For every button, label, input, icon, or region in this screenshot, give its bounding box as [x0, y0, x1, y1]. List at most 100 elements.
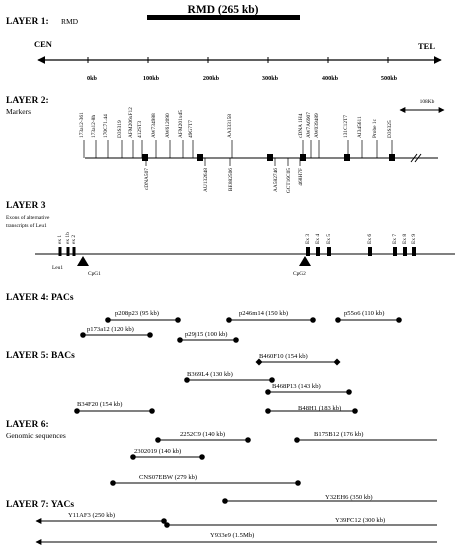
layer3-subtitle-line1: Exons of alternative: [6, 214, 50, 221]
exon-label: ex 1: [57, 235, 63, 244]
exon-box: [58, 247, 62, 256]
layer3-subtitle-line2: transcripts of Leu1: [6, 222, 47, 229]
exon-label: Ex 8: [402, 234, 408, 244]
marker-box: [389, 154, 395, 161]
tick-label: 300kb: [262, 75, 279, 82]
tick-label: 500kb: [381, 75, 398, 82]
tick-label: 100kb: [143, 75, 160, 82]
clone-label: B460F10 (154 kb): [259, 353, 308, 360]
clone-end-dot: [352, 408, 358, 414]
clone-label: 2252C9 (140 kb): [180, 431, 225, 438]
layer6-subtitle: Genomic sequences: [6, 431, 66, 440]
exon-label: ex 1b: [65, 232, 71, 244]
marker-label: 170C71.44: [103, 114, 109, 138]
marker-label: AA582746: [273, 168, 279, 192]
exon-label: Ex 7: [392, 234, 398, 244]
clone-end-dot: [222, 498, 228, 504]
layer3-title: LAYER 3: [6, 201, 46, 211]
clone-label: B34F20 (154 kb): [77, 401, 122, 408]
cpg1-triangle: [77, 256, 89, 266]
clone-end-dot: [233, 337, 239, 343]
marker-label: AW612090: [165, 113, 171, 138]
exon-box: [393, 247, 397, 256]
clone-label: CNS07EBW (279 kb): [139, 474, 197, 481]
cen-label: CEN: [34, 39, 53, 49]
break-mark: [410, 153, 422, 163]
yac-clones: Y32EH6 (350 kb)Y11AF3 (250 kb)Y39FC12 (3…: [35, 494, 437, 545]
clone-end-dot: [294, 437, 300, 443]
clone-end-dot: [110, 480, 116, 486]
clone-end-dot: [396, 317, 402, 323]
clone-end-diamond: [255, 358, 263, 366]
clone-label: Y933e9 (1.5Mb): [210, 532, 254, 539]
exon-box: [327, 247, 331, 256]
layer1-title: LAYER 1:: [6, 17, 49, 27]
marker-label: AU132648: [203, 168, 209, 192]
tick-label: 400kb: [322, 75, 339, 82]
exon-box: [316, 247, 320, 256]
genomic-sequences: 2252C9 (140 kb) B175B12 (176 kb) 2302019 (…: [110, 431, 437, 486]
pac-clones: p208p23 (95 kb)p246m14 (150 kb)p55o6 (11…: [80, 310, 402, 343]
clone-label: 2302019 (140 kb): [134, 448, 181, 455]
clone-end-diamond: [333, 358, 341, 366]
clone-end-dot: [245, 437, 251, 443]
clone-label: B175B12 (176 kb): [314, 431, 363, 438]
exon-box: [72, 247, 76, 256]
marker-label: AA333158: [227, 114, 233, 138]
marker-box: [142, 154, 148, 161]
clone-end-dot: [265, 408, 271, 414]
marker-label: D3S325: [387, 120, 393, 138]
layer7-title: LAYER 7: YACs: [6, 500, 74, 510]
marker-label: cDNA507: [144, 168, 150, 190]
marker-label: 173a12-8h: [91, 115, 97, 138]
clone-end-dot: [105, 317, 111, 323]
clone-end-dot: [226, 317, 232, 323]
clone-label: Y39FC12 (300 kb): [335, 517, 385, 524]
clone-end-dot: [161, 518, 167, 524]
exon-box: [306, 247, 310, 256]
clone-end-dot: [177, 337, 183, 343]
clone-end-dot: [184, 377, 190, 383]
tel-label: TEL: [418, 41, 435, 51]
clone-end-dot: [295, 480, 301, 486]
exon-label: ex 2: [71, 235, 77, 244]
clone-end-dot: [310, 317, 316, 323]
marker-label: AW734988: [151, 113, 157, 138]
clone-label: p55o6 (110 kb): [344, 310, 384, 317]
marker-label: cDNA 1H4: [298, 113, 304, 138]
gene-label: Leu1: [52, 265, 63, 271]
cpg1-label: CpG1: [88, 271, 101, 277]
clone-label: B48H1 (183 kb): [298, 405, 341, 412]
marker-label: AW7A6907: [306, 112, 312, 138]
marker-box: [267, 154, 273, 161]
marker-label: BE882506: [228, 168, 234, 191]
bac-clones: B460F10 (154 kb)B369L4 (130 kb)B468P13 (…: [74, 353, 358, 414]
rmd-bar: [147, 15, 300, 20]
clone-end-dot: [80, 332, 86, 338]
tick-label: 0kb: [87, 75, 98, 82]
layer4-title: LAYER 4: PACs: [6, 293, 74, 303]
clone-end-dot: [175, 317, 181, 323]
clone-end-dot: [265, 389, 271, 395]
marker-label: AFM206xF12: [128, 107, 134, 138]
rmd-label: RMD (265 kb): [188, 4, 259, 16]
clone-label: Y11AF3 (250 kb): [68, 512, 115, 519]
exon-box: [403, 247, 407, 256]
layer6-title: LAYER 6:: [6, 420, 49, 430]
layer2-title: LAYER 2:: [6, 96, 49, 106]
clone-end-dot: [130, 454, 136, 460]
axis-ticks: [87, 57, 389, 63]
exon-box: [66, 247, 70, 256]
layer2-subtitle: Markers: [6, 107, 31, 116]
marker-label: GCT16C05: [286, 168, 292, 193]
clone-label: B468P13 (143 kb): [272, 383, 321, 390]
marker-label: AW039489: [314, 113, 320, 138]
exon-label: Ex 4: [315, 234, 321, 244]
marker-label: 131C12T7: [343, 115, 349, 138]
marker-label: 412ST3: [137, 121, 143, 138]
exon-label: Ex 3: [305, 234, 311, 244]
